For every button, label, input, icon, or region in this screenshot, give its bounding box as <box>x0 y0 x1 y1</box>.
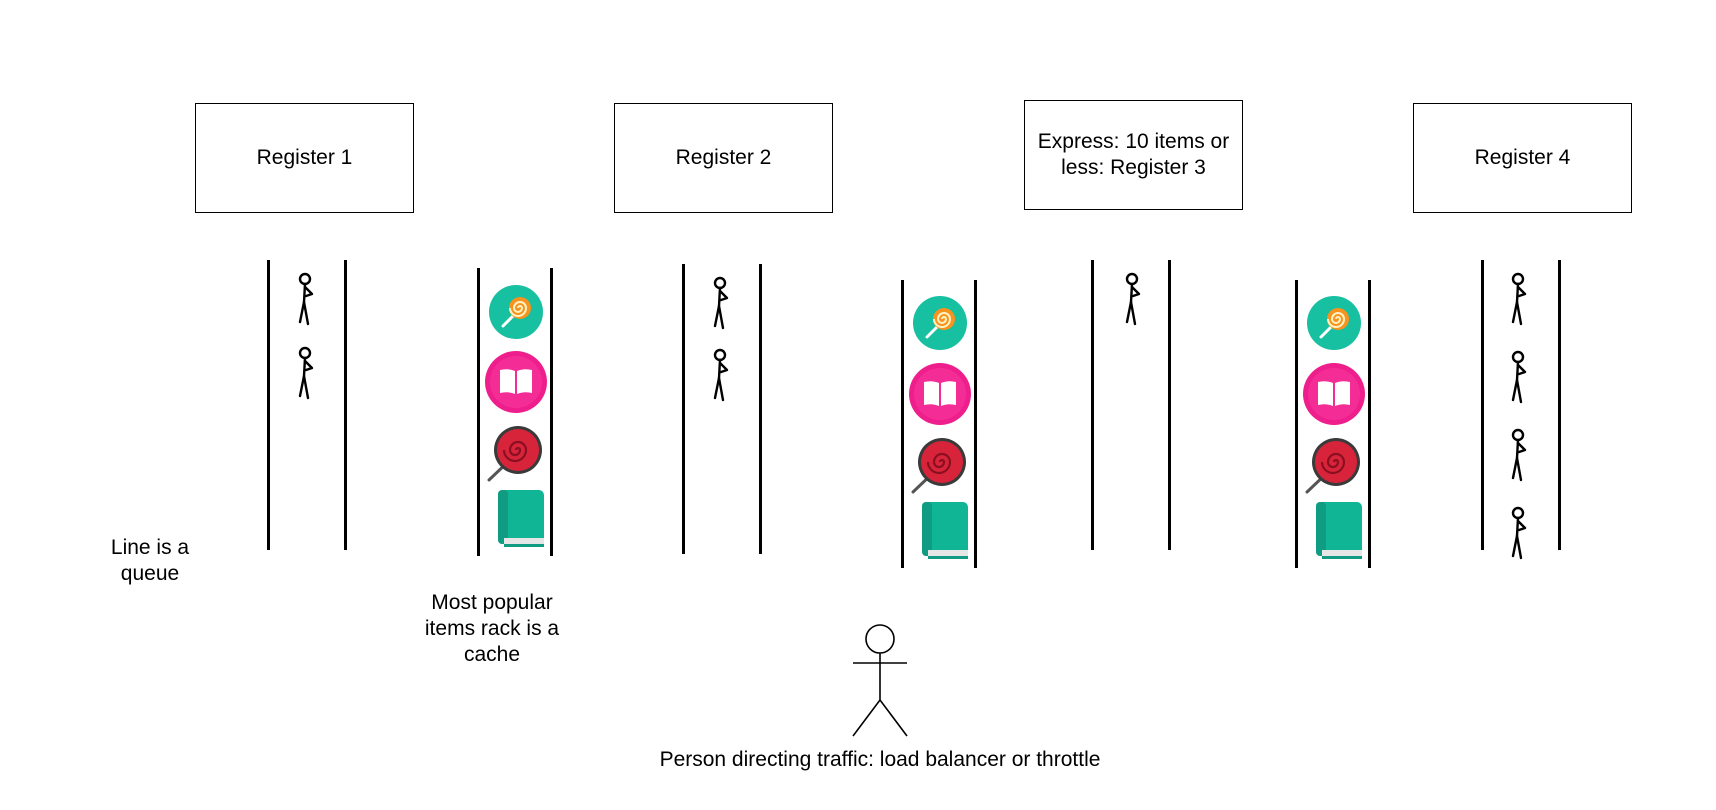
cache-caption: Most popular items rack is a cache <box>424 591 560 666</box>
person-walking-icon <box>1122 272 1146 328</box>
lollipop-icon <box>488 284 544 340</box>
book-icon <box>908 362 972 426</box>
register-1-label: Register 1 <box>256 146 353 169</box>
register-1-box: Register 1 <box>195 103 414 213</box>
green-book-icon <box>496 488 546 548</box>
person-walking-icon <box>1508 428 1532 484</box>
book-icon <box>484 350 548 414</box>
register-3-express-box: Express: 10 items or less: Register 3 <box>1024 100 1243 210</box>
lane-wall <box>1558 260 1561 550</box>
register-3-label: Express: 10 items or less: Register 3 <box>1037 130 1230 179</box>
register-2-box: Register 2 <box>614 103 833 213</box>
red-lollipop-icon <box>910 436 966 496</box>
person-walking-icon <box>1508 506 1532 562</box>
lane-wall <box>1091 260 1094 550</box>
lane-wall <box>1168 260 1171 550</box>
load-balancer-caption: Person directing traffic: load balancer … <box>659 748 1101 771</box>
person-walking-icon <box>1508 350 1532 406</box>
stick-figure-icon <box>850 624 910 738</box>
person-walking-icon <box>295 346 319 402</box>
person-walking-icon <box>295 272 319 328</box>
lane-wall <box>344 260 347 550</box>
green-book-icon <box>920 500 970 560</box>
register-4-box: Register 4 <box>1413 103 1632 213</box>
lane-wall <box>1481 260 1484 550</box>
register-4-label: Register 4 <box>1474 146 1571 169</box>
person-walking-icon <box>710 348 734 404</box>
rack-wall <box>901 280 904 568</box>
red-lollipop-icon <box>1304 436 1360 496</box>
person-walking-icon <box>1508 272 1532 328</box>
rack-wall <box>1295 280 1298 568</box>
lollipop-icon <box>912 295 968 351</box>
rack-wall <box>550 268 553 556</box>
lane-wall <box>759 264 762 554</box>
register-2-label: Register 2 <box>675 146 772 169</box>
green-book-icon <box>1314 500 1364 560</box>
person-walking-icon <box>710 276 734 332</box>
lane-wall <box>267 260 270 550</box>
red-lollipop-icon <box>486 424 542 484</box>
lane-wall <box>682 264 685 554</box>
rack-wall <box>477 268 480 556</box>
rack-wall <box>1368 280 1371 568</box>
lollipop-icon <box>1306 295 1362 351</box>
book-icon <box>1302 362 1366 426</box>
queue-caption: Line is a queue <box>110 536 190 585</box>
rack-wall <box>974 280 977 568</box>
